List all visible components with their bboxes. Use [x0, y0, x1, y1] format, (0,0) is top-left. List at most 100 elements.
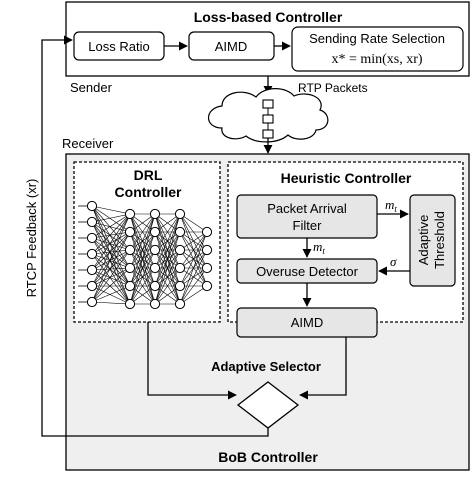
nn-edge — [129, 213, 156, 287]
nn-edge — [129, 285, 156, 305]
nn-node — [174, 262, 186, 274]
nn-edge — [154, 267, 181, 305]
packet-arrival-filter-line1: Packet Arrival — [267, 201, 347, 216]
nn-edge — [129, 213, 156, 233]
receiver-region-label: Receiver — [62, 136, 114, 151]
nn-node — [149, 280, 161, 292]
nn-edge — [154, 213, 181, 305]
sending-rate-formula: x* = min(xs, xr) — [331, 52, 422, 67]
nn-edge — [129, 249, 156, 305]
nn-edge — [179, 249, 208, 305]
nn-edge — [91, 221, 131, 269]
nn-edge — [179, 231, 208, 287]
nn-node — [124, 208, 136, 220]
nn-edge — [179, 213, 208, 233]
nn-edge — [91, 285, 131, 305]
loss-ratio-label: Loss Ratio — [88, 39, 149, 54]
nn-node — [86, 232, 98, 244]
nn-edge — [91, 221, 131, 305]
nn-edge — [129, 231, 156, 305]
nn-node — [174, 208, 186, 220]
nn-edge — [91, 205, 131, 269]
nn-edge — [91, 237, 131, 305]
nn-node — [201, 244, 213, 256]
nn-edge — [91, 237, 131, 269]
nn-node — [124, 298, 136, 310]
nn-node — [149, 298, 161, 310]
rtp-packet-icon — [262, 129, 274, 139]
nn-node — [124, 226, 136, 238]
nn-edge — [179, 231, 208, 305]
nn-edge — [91, 221, 131, 287]
nn-node — [86, 200, 98, 212]
loss-based-controller-title: Loss-based Controller — [194, 9, 343, 25]
rtcp-feedback-arrow — [41, 35, 269, 437]
overuse-detector-label: Overuse Detector — [256, 264, 359, 279]
nn-node — [174, 298, 186, 310]
nn-node — [86, 280, 98, 292]
sigma-label: σ — [390, 254, 397, 269]
nn-node — [149, 208, 161, 220]
nn-edge — [91, 253, 131, 287]
nn-edge — [91, 267, 131, 271]
nn-edge — [91, 213, 131, 271]
rtcp-feedback-label: RTCP Feedback (xr) — [24, 179, 39, 298]
nn-edge — [91, 213, 131, 223]
nn-node — [174, 280, 186, 292]
nn-edge — [91, 249, 131, 287]
nn-edge — [91, 253, 131, 269]
nn-edge — [154, 231, 181, 305]
arrow-drl-to-selector — [147, 322, 237, 400]
nn-edge — [91, 249, 131, 303]
packet-arrival-filter-line2: Filter — [293, 218, 323, 233]
nn-node — [86, 216, 98, 228]
nn-edge — [179, 231, 208, 269]
nn-edge — [179, 231, 208, 251]
nn-edge — [154, 213, 181, 233]
rtp-packet-icon — [262, 99, 274, 109]
sending-rate-selection-title: Sending Rate Selection — [309, 31, 445, 46]
nn-node — [149, 262, 161, 274]
nn-edge — [91, 267, 131, 303]
nn-edge — [91, 269, 131, 287]
nn-edge — [91, 221, 131, 233]
nn-node — [201, 226, 213, 238]
nn-node — [124, 280, 136, 292]
nn-edge — [91, 231, 131, 303]
nn-edge — [129, 267, 156, 305]
nn-edge — [91, 285, 131, 303]
nn-edge — [91, 213, 131, 287]
adaptive-threshold-line2: Threshold — [432, 211, 447, 269]
nn-node — [201, 262, 213, 274]
nn-edge — [91, 205, 131, 287]
nn-edge — [129, 213, 156, 251]
nn-node — [174, 244, 186, 256]
nn-edge — [129, 213, 156, 305]
nn-node — [124, 262, 136, 274]
nn-edge — [91, 231, 131, 255]
nn-edge — [91, 213, 131, 239]
nn-edge — [154, 213, 181, 251]
nn-edge — [91, 213, 131, 255]
nn-edge — [91, 205, 131, 233]
nn-node — [174, 226, 186, 238]
bob-controller-title: BoB Controller — [218, 449, 318, 465]
sender-aimd-label: AIMD — [215, 39, 248, 54]
nn-edge — [91, 205, 131, 251]
adaptive-threshold-line1: Adaptive — [416, 215, 431, 266]
sender-region-label: Sender — [70, 80, 113, 95]
nn-edge — [91, 205, 131, 305]
nn-edge — [91, 301, 131, 305]
nn-edge — [91, 267, 131, 287]
adaptive-selector-label: Adaptive Selector — [211, 359, 321, 374]
mt-mid-label: mt — [313, 239, 325, 256]
nn-edge — [91, 213, 131, 303]
nn-edge — [154, 285, 181, 305]
nn-edge — [154, 213, 181, 287]
nn-edge — [154, 213, 181, 269]
nn-edge — [91, 269, 131, 305]
nn-edge — [91, 249, 131, 255]
nn-node — [124, 244, 136, 256]
adaptive-threshold-box — [409, 194, 456, 287]
